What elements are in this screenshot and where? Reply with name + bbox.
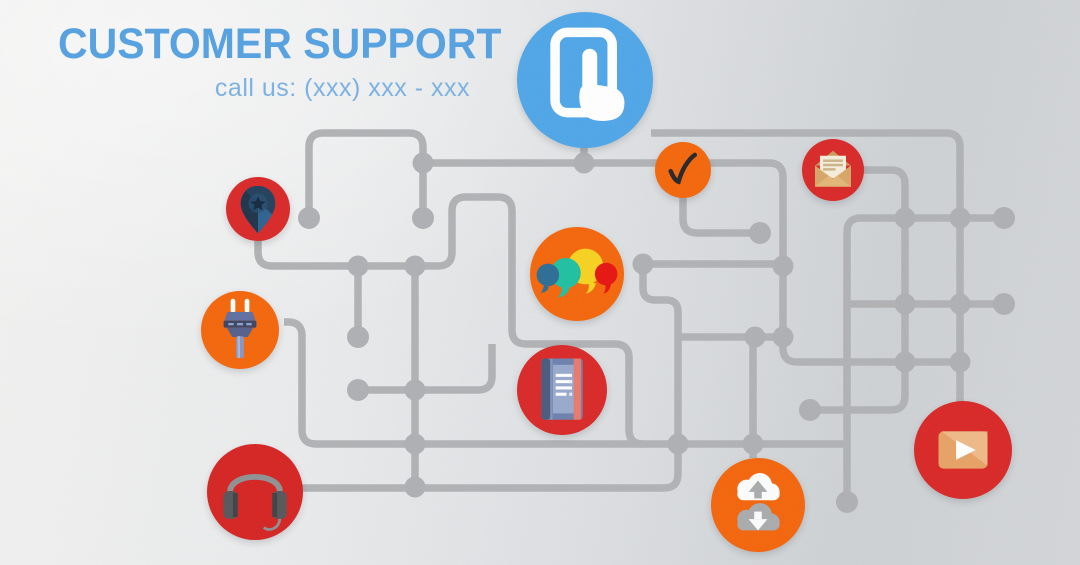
video-play-icon bbox=[938, 431, 988, 469]
cloud-sync-icon bbox=[737, 473, 780, 531]
notebook-icon bbox=[541, 358, 583, 420]
page-subtitle: call us: (xxx) xxx - xxx bbox=[214, 74, 470, 103]
location-pin-icon bbox=[240, 185, 276, 234]
power-plug-icon bbox=[223, 298, 257, 359]
node-notebook bbox=[517, 345, 607, 435]
checkmark-icon bbox=[668, 152, 697, 185]
node-chat-bubbles bbox=[530, 227, 624, 321]
open-mail-icon bbox=[815, 150, 851, 187]
node-power-plug bbox=[201, 291, 279, 369]
chat-bubbles-icon bbox=[536, 248, 618, 298]
node-video-play bbox=[914, 401, 1012, 499]
node-checkmark bbox=[655, 142, 711, 198]
node-location-pin bbox=[226, 177, 290, 241]
node-open-mail bbox=[802, 139, 864, 201]
page-title: CUSTOMER SUPPORT bbox=[58, 19, 502, 68]
node-headphones bbox=[207, 444, 303, 540]
header: CUSTOMER SUPPORT call us: (xxx) xxx - xx… bbox=[58, 19, 502, 103]
node-cloud-sync bbox=[711, 458, 805, 552]
node-touch-screen bbox=[517, 12, 653, 148]
headphones-icon bbox=[223, 474, 287, 531]
connector-paths bbox=[254, 129, 1004, 502]
touch-screen-icon bbox=[550, 27, 625, 121]
